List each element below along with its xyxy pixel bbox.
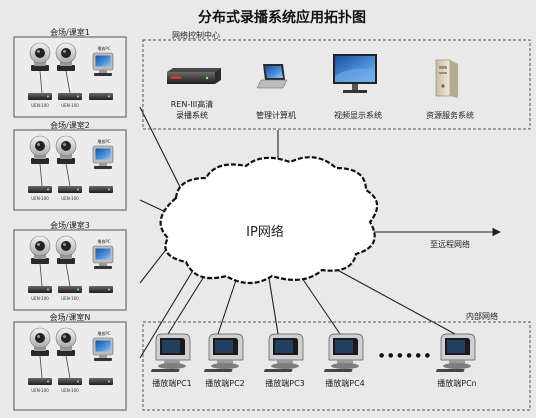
client-pc-label: 播放端PCn — [437, 378, 476, 388]
client-pc-label: 播放端PC1 — [152, 378, 192, 388]
recorder-label-line1: REN-III高清 — [171, 99, 214, 109]
encoder-box-icon — [89, 93, 113, 100]
recorder-icon — [167, 68, 221, 84]
ptz-camera-icon — [55, 327, 77, 357]
encoder-caption: UEN-100 — [61, 388, 79, 393]
monitor-icon — [333, 54, 377, 93]
encoder-box-icon — [28, 286, 52, 293]
encoder-caption: UEN-100 — [61, 296, 79, 301]
ptz-camera-icon — [29, 235, 51, 265]
client-ellipsis: ● ● ● ● ● ● — [379, 352, 431, 359]
client-pc-label: 播放端PC2 — [205, 378, 245, 388]
classroom-label: 会场/课室3 — [50, 220, 90, 230]
encoder-box-icon — [58, 378, 82, 385]
classroom-label: 会场/课室N — [50, 312, 91, 322]
client-pc: 播放端PC3 — [263, 333, 305, 388]
encoder-box-icon — [58, 93, 82, 100]
pc-caption: 播放PC — [97, 138, 110, 144]
server-label: 资源服务系统 — [426, 110, 474, 120]
encoder-box-icon — [28, 378, 52, 385]
monitor-label: 视频显示系统 — [334, 110, 382, 120]
ptz-camera-icon — [55, 135, 77, 165]
encoder-caption: UEN-100 — [31, 103, 49, 108]
ptz-camera-icon — [55, 42, 77, 72]
pc-caption: 播放PC — [97, 330, 110, 336]
ptz-camera-icon — [29, 135, 51, 165]
client-pc: 播放端PC1 — [150, 333, 192, 388]
encoder-caption: UEN-100 — [31, 296, 49, 301]
encoder-box-icon — [28, 186, 52, 193]
encoder-caption: UEN-100 — [31, 196, 49, 201]
encoder-box-icon — [58, 286, 82, 293]
encoder-caption: UEN-100 — [31, 388, 49, 393]
ptz-camera-icon — [29, 42, 51, 72]
client-pc-label: 播放端PC4 — [325, 378, 365, 388]
encoder-caption: UEN-100 — [61, 196, 79, 201]
remote-link-label: 至远程网络 — [430, 239, 470, 249]
client-pc: 播放端PCn — [435, 333, 477, 388]
classroom-panel: 会场/课室2 播放PC UEN-100 UEN-100 — [13, 120, 127, 211]
encoder-caption: UEN-100 — [61, 103, 79, 108]
client-pc: 播放端PC2 — [203, 333, 245, 388]
laptop-label: 管理计算机 — [256, 110, 296, 120]
encoder-box-icon — [89, 378, 113, 385]
ptz-camera-icon — [29, 327, 51, 357]
classroom-panel: 会场/课室1 播放PC UEN-100 UEN-100 — [13, 27, 127, 118]
encoder-box-icon — [89, 186, 113, 193]
server-icon — [435, 59, 458, 98]
classroom-panel: 会场/课室N 播放PC UEN-100 UEN-100 — [13, 312, 127, 411]
diagram-title: 分布式录播系统应用拓扑图 — [198, 9, 366, 26]
cloud-label: IP网络 — [246, 224, 284, 240]
recorder-label-line2: 录播系统 — [176, 110, 208, 120]
encoder-box-icon — [28, 93, 52, 100]
internal-network: 内部网络 ● ● ● ● ● ● 播放端PC1 播放端PC2 播放端PC3 播放端PC… — [142, 311, 531, 411]
classroom-label: 会场/课室2 — [50, 120, 90, 130]
network-center-label: 网络控制中心 — [172, 30, 220, 40]
ip-network-cloud — [159, 156, 379, 285]
client-pc-label: 播放端PC3 — [265, 378, 305, 388]
network-control-center: 网络控制中心 REN-III高清 录播系统 管理计算机 视频显示系统 — [142, 30, 531, 130]
internal-network-label: 内部网络 — [466, 311, 498, 321]
client-pc: 播放端PC4 — [323, 333, 365, 388]
laptop-icon — [256, 64, 288, 89]
pc-caption: 播放PC — [97, 238, 110, 244]
ptz-camera-icon — [55, 235, 77, 265]
encoder-box-icon — [58, 186, 82, 193]
pc-caption: 播放PC — [97, 45, 110, 51]
encoder-box-icon — [89, 286, 113, 293]
classroom-panel: 会场/课室3 播放PC UEN-100 UEN-100 — [13, 220, 127, 311]
classroom-label: 会场/课室1 — [50, 27, 90, 37]
